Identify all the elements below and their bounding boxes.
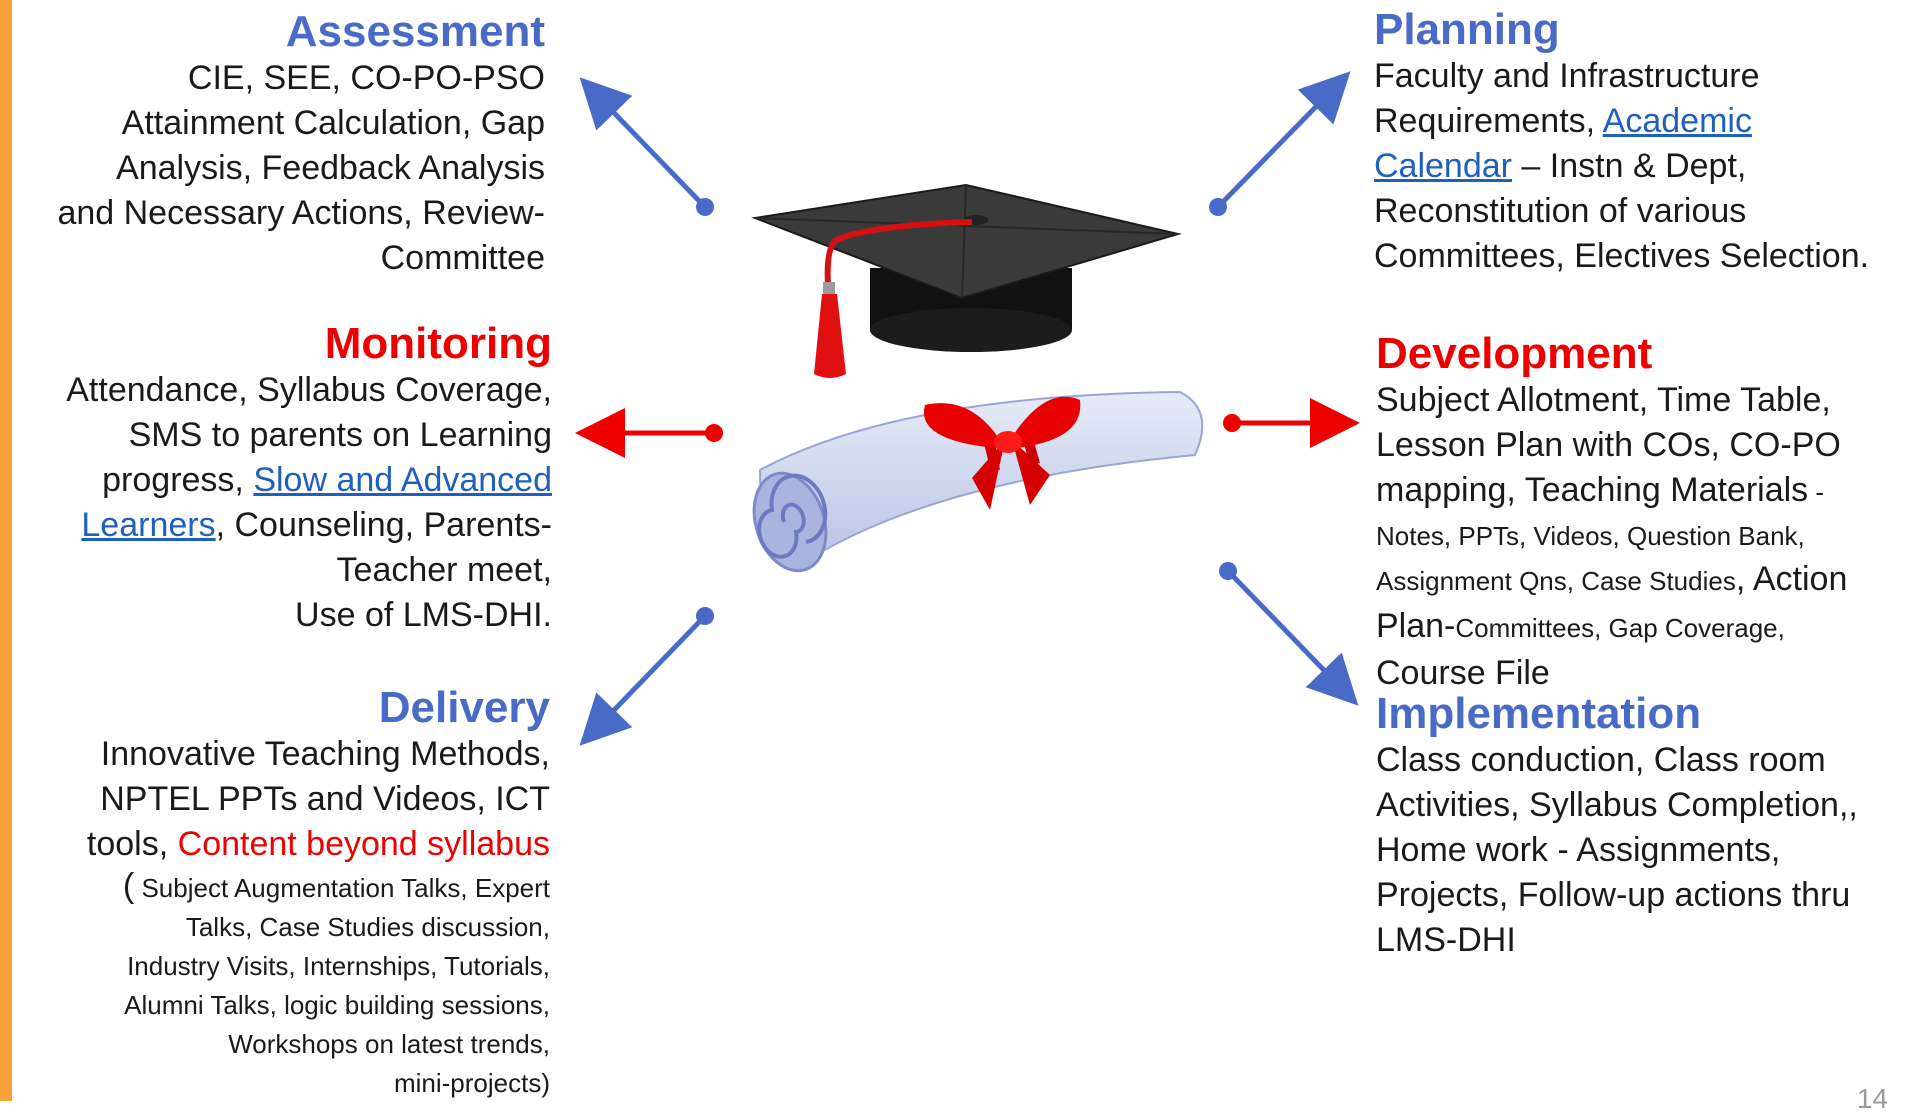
arrow-to-assessment: [579, 77, 714, 216]
development-line: Lesson Plan with COs, CO-PO: [1376, 426, 1841, 464]
assessment-line: Analysis, Feedback Analysis: [116, 149, 545, 187]
content-beyond-syllabus: Content beyond syllabus: [177, 825, 550, 863]
monitoring-line: SMS to parents on Learning: [128, 416, 552, 454]
assessment-title: Assessment: [285, 7, 545, 56]
planning-line: Reconstitution of various: [1374, 192, 1747, 230]
monitoring-line: Learners, Counseling, Parents-: [81, 506, 552, 544]
accent-side-bar: [0, 0, 12, 1101]
planning-line: Calendar – Instn & Dept,: [1374, 147, 1747, 185]
assessment-line: Committee: [380, 239, 545, 277]
delivery-small-line: Talks, Case Studies discussion,: [185, 912, 550, 942]
planning-block: Planning Faculty and Infrastructure Requ…: [1374, 6, 1904, 279]
monitoring-line: progress, Slow and Advanced: [102, 461, 552, 499]
delivery-small-line: Industry Visits, Internships, Tutorials,: [127, 951, 550, 981]
monitoring-line: Teacher meet,: [336, 551, 552, 589]
planning-line: Committees, Electives Selection.: [1374, 237, 1870, 275]
assessment-line: Attainment Calculation, Gap: [121, 104, 545, 142]
delivery-line: tools, Content beyond syllabus: [86, 825, 550, 863]
assessment-block: Assessment CIE, SEE, CO-PO-PSO Attainmen…: [10, 8, 545, 281]
page-number: 14: [1856, 1083, 1888, 1114]
development-block: Development Subject Allotment, Time Tabl…: [1376, 330, 1906, 696]
development-line: Subject Allotment, Time Table,: [1376, 381, 1831, 419]
arrow-to-delivery: [579, 607, 714, 746]
development-line: Assignment Qns, Case Studies, Action: [1376, 560, 1848, 598]
academic-calendar-link[interactable]: Academic: [1602, 102, 1752, 140]
implementation-title: Implementation: [1376, 689, 1702, 738]
monitoring-title: Monitoring: [324, 319, 552, 368]
delivery-small-line: Alumni Talks, logic building sessions,: [124, 990, 550, 1020]
delivery-line: NPTEL PPTs and Videos, ICT: [100, 780, 550, 818]
monitoring-line: Attendance, Syllabus Coverage,: [66, 371, 552, 409]
implementation-line: Projects, Follow-up actions thru: [1376, 876, 1851, 914]
slow-advanced-learners-link-cont[interactable]: Learners: [81, 506, 216, 544]
delivery-small-line: mini-projects): [393, 1068, 550, 1098]
academic-calendar-link-cont[interactable]: Calendar: [1374, 147, 1512, 185]
delivery-small-line: Workshops on latest trends,: [228, 1029, 550, 1059]
planning-line: Faculty and Infrastructure: [1374, 57, 1760, 95]
arrow-to-implementation: [1219, 562, 1359, 706]
delivery-line: Innovative Teaching Methods,: [100, 735, 550, 773]
development-title: Development: [1376, 329, 1653, 378]
implementation-line: Activities, Syllabus Completion,,: [1376, 786, 1858, 824]
slow-advanced-learners-link[interactable]: Slow and Advanced: [253, 461, 552, 499]
arrow-to-planning: [1209, 71, 1351, 216]
arrow-to-development: [1223, 398, 1360, 448]
delivery-title: Delivery: [378, 683, 550, 732]
monitoring-block: Monitoring Attendance, Syllabus Coverage…: [10, 320, 552, 638]
development-line: Plan-Committees, Gap Coverage,: [1376, 607, 1785, 645]
implementation-line: Home work - Assignments,: [1376, 831, 1781, 869]
assessment-line: and Necessary Actions, Review-: [57, 194, 545, 232]
monitoring-line: Use of LMS-DHI.: [295, 596, 552, 634]
graduation-cap-icon: [751, 183, 1182, 378]
implementation-line: Class conduction, Class room: [1376, 741, 1826, 779]
planning-line: Requirements, Academic: [1374, 102, 1752, 140]
assessment-line: CIE, SEE, CO-PO-PSO: [187, 59, 545, 97]
arrow-to-monitoring: [575, 408, 723, 458]
implementation-line: LMS-DHI: [1376, 921, 1516, 959]
development-line: mapping, Teaching Materials -: [1376, 471, 1825, 509]
delivery-block: Delivery Innovative Teaching Methods, NP…: [10, 684, 550, 1103]
diploma-scroll-icon: [752, 390, 1204, 573]
development-small-line: Notes, PPTs, Videos, Question Bank,: [1376, 521, 1805, 551]
development-line: Course File: [1376, 654, 1550, 692]
planning-title: Planning: [1374, 5, 1560, 54]
implementation-block: Implementation Class conduction, Class r…: [1376, 690, 1906, 963]
delivery-small-line: ( Subject Augmentation Talks, Expert: [122, 867, 550, 905]
